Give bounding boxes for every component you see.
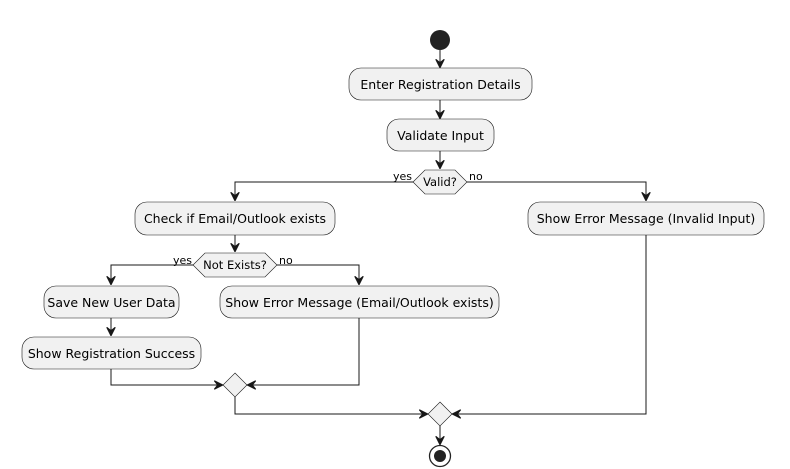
action-save-user: Save New User Data [43, 285, 180, 319]
edge-errorinvalid-to-final-merge [452, 235, 647, 414]
decision-not-exists-label: Not Exists? [203, 258, 267, 272]
action-error-exists: Show Error Message (Email/Outlook exists… [219, 285, 500, 319]
action-save-user-label: Save New User Data [47, 295, 175, 310]
action-show-success-label: Show Registration Success [28, 346, 195, 361]
edge-valid-yes [235, 181, 413, 201]
decision-valid-label: Valid? [423, 175, 457, 189]
edge-errorexists-to-merge [247, 318, 360, 385]
edge-success-to-merge [110, 369, 223, 385]
start-node [430, 30, 450, 50]
action-error-invalid-label: Show Error Message (Invalid Input) [537, 211, 756, 226]
decision-not-exists: Not Exists? yes no [173, 252, 293, 278]
action-validate-input-label: Validate Input [397, 128, 484, 143]
action-check-exists: Check if Email/Outlook exists [134, 201, 336, 236]
edge-notexists-no [277, 264, 359, 285]
merge-node-final [427, 401, 453, 427]
merge-node-inner [222, 372, 248, 398]
action-enter-details-label: Enter Registration Details [360, 77, 520, 92]
action-validate-input: Validate Input [386, 118, 495, 152]
edge-merge-to-final-merge [234, 397, 428, 414]
decision-valid-yes-label: yes [393, 170, 412, 183]
decision-not-exists-yes-label: yes [173, 254, 192, 267]
action-check-exists-label: Check if Email/Outlook exists [144, 211, 326, 226]
end-node [428, 444, 452, 468]
decision-valid-no-label: no [469, 170, 483, 183]
action-show-success: Show Registration Success [21, 336, 202, 370]
decision-valid: Valid? yes no [393, 169, 483, 195]
edge-notexists-yes [111, 264, 193, 285]
action-error-invalid: Show Error Message (Invalid Input) [527, 201, 765, 236]
edges [111, 50, 646, 445]
action-error-exists-label: Show Error Message (Email/Outlook exists… [225, 295, 493, 310]
decision-not-exists-no-label: no [279, 254, 293, 267]
edge-valid-no [467, 181, 646, 201]
action-enter-details: Enter Registration Details [348, 67, 533, 101]
